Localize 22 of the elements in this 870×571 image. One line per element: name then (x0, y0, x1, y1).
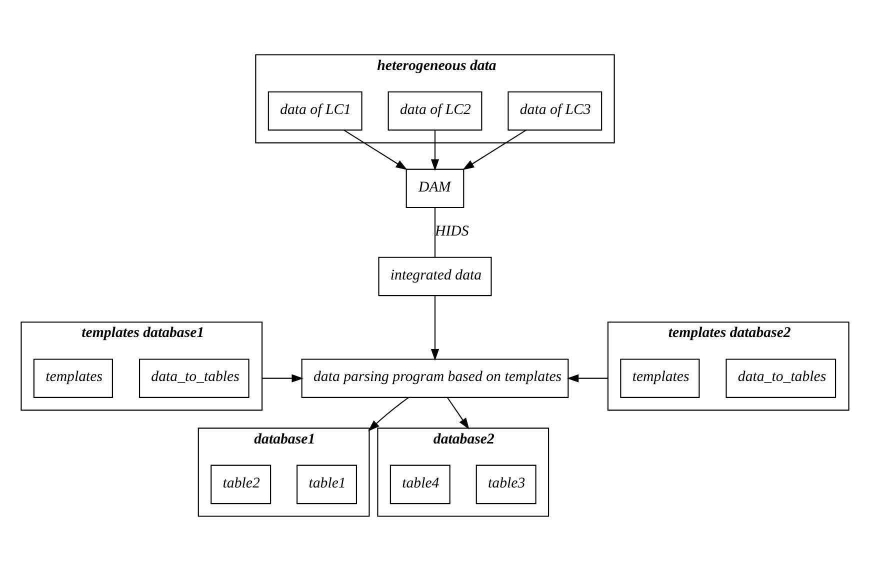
arrow (446, 397, 470, 430)
node-box: data_to_tables (726, 358, 836, 398)
node-box: templates (33, 358, 113, 398)
node-box: data_to_tables (138, 358, 250, 398)
node-box: DAM (406, 168, 464, 208)
node-box: integrated data (378, 256, 492, 296)
arrow (566, 374, 608, 382)
edge-label: HIDS (435, 223, 469, 240)
node-box: table1 (296, 464, 358, 504)
arrow (368, 397, 409, 432)
node-box: data of LC3 (508, 91, 602, 131)
node-box: templates (620, 358, 700, 398)
arrow (262, 374, 304, 382)
node-box: data of LC2 (388, 91, 482, 131)
node-box: data of LC1 (268, 91, 362, 131)
arrow (430, 130, 440, 171)
arrow (430, 296, 440, 361)
node-box: table4 (390, 464, 450, 504)
connector (434, 208, 436, 258)
node-box: table3 (476, 464, 536, 504)
node-box: table2 (210, 464, 272, 504)
node-box: data parsing program based on templates (301, 358, 569, 398)
